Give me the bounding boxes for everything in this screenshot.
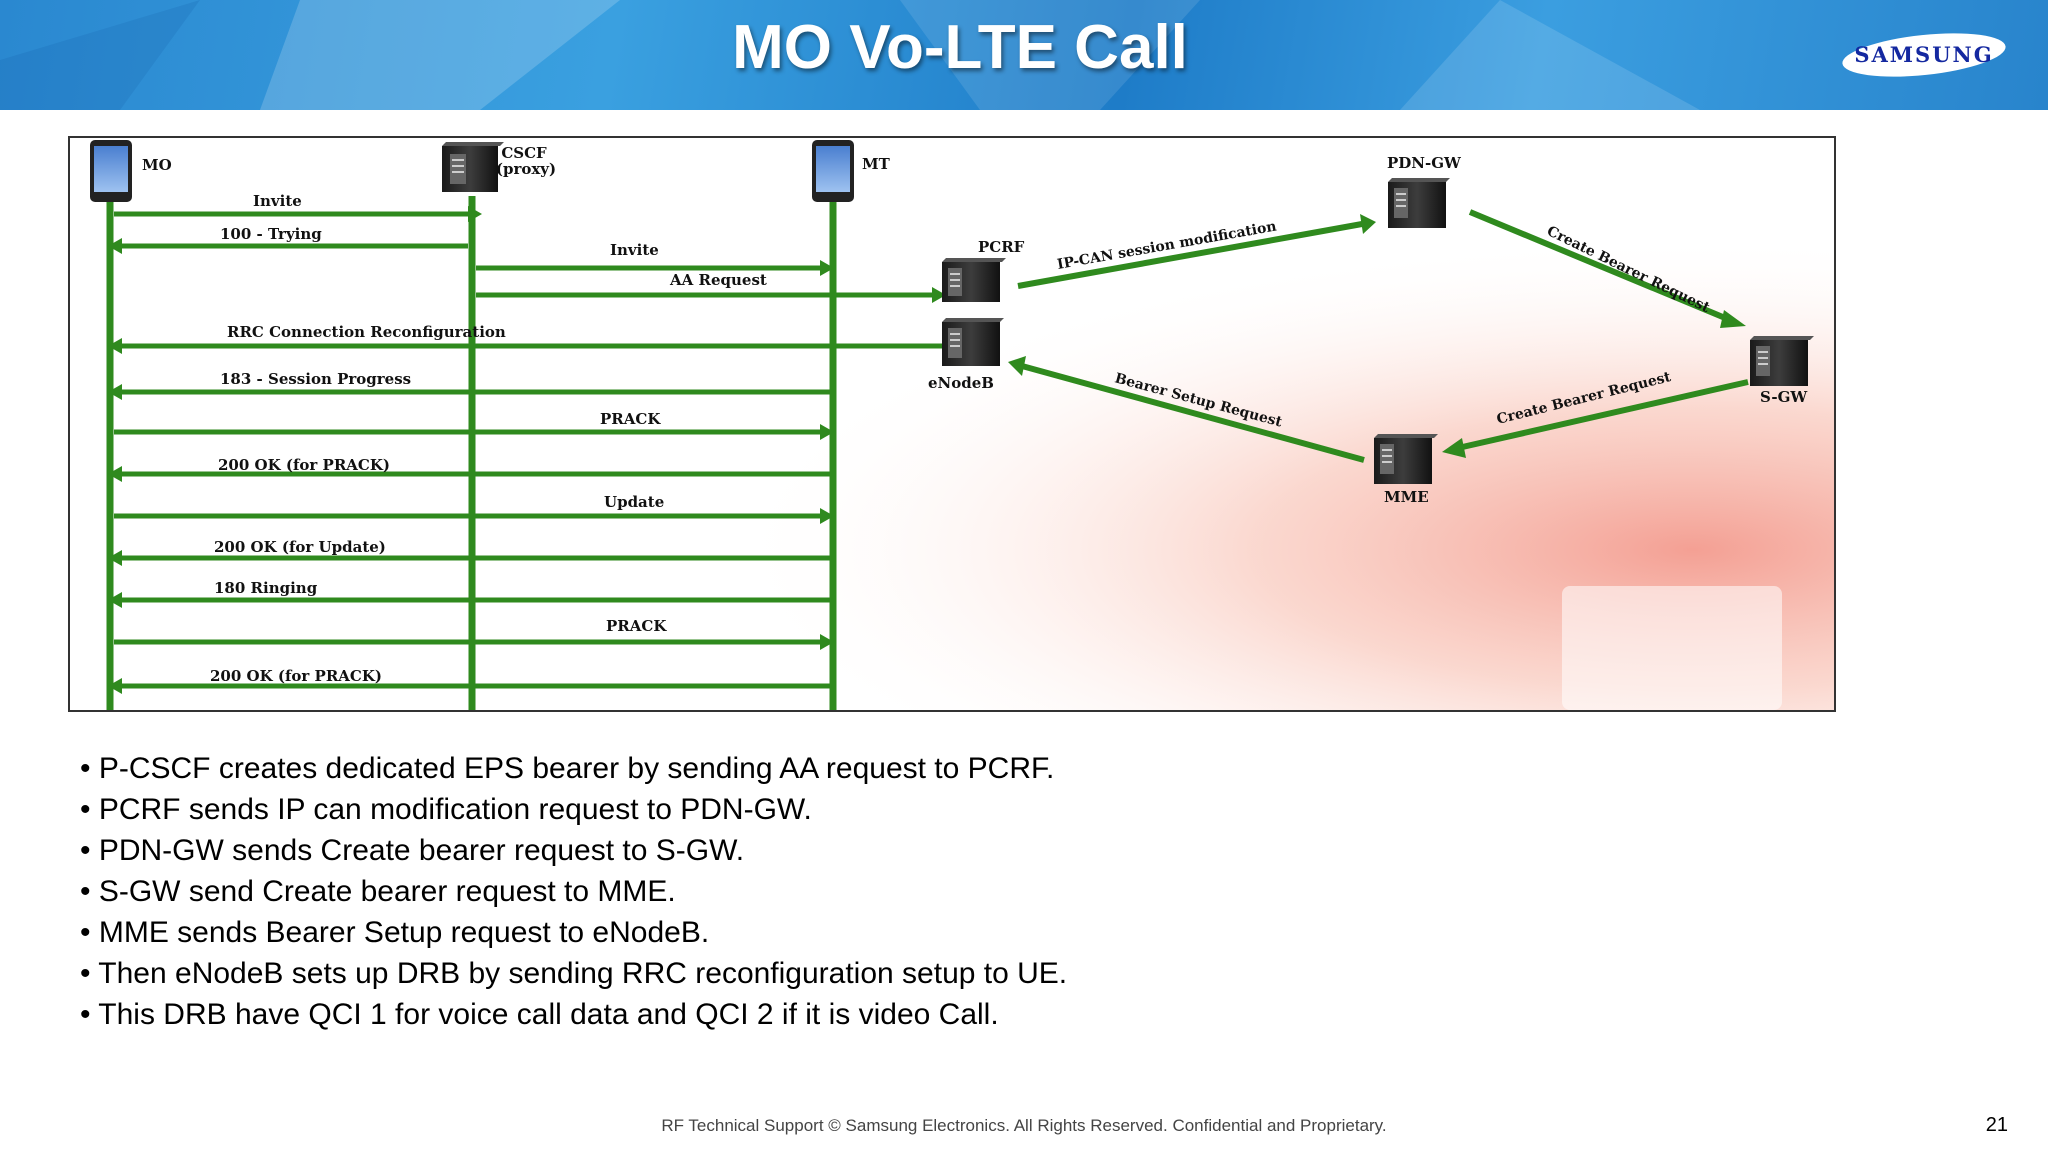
msg-100-trying: 100 - Trying	[220, 225, 322, 243]
msg-200-ok-prack-1: 200 OK (for PRACK)	[218, 456, 390, 474]
msg-180-ringing: 180 Ringing	[214, 579, 318, 597]
msg-200-ok-update: 200 OK (for Update)	[214, 538, 386, 556]
mo-phone-icon	[90, 140, 132, 202]
samsung-logo: SAMSUNG	[1842, 33, 2006, 77]
msg-update: Update	[604, 493, 664, 511]
call-flow-diagram: MO CSCF (proxy) MT Invite 100 - Try	[68, 136, 1836, 712]
label-enodeb: eNodeB	[928, 374, 994, 392]
bullet-item: • PDN-GW sends Create bearer request to …	[80, 834, 745, 867]
mme-server-icon	[1374, 434, 1438, 484]
bullet-item: • This DRB have QCI 1 for voice call dat…	[80, 998, 999, 1031]
label-pdn-gw: PDN-GW	[1387, 154, 1462, 172]
mt-phone-icon	[812, 140, 854, 202]
bullet-item: • S-GW send Create bearer request to MME…	[80, 875, 676, 908]
msg-invite-1: Invite	[253, 192, 302, 210]
msg-prack-2: PRACK	[606, 617, 667, 635]
label-s-gw: S-GW	[1760, 388, 1808, 406]
label-mo: MO	[142, 156, 172, 174]
label-mme: MME	[1384, 488, 1429, 506]
background-glow	[70, 138, 1834, 710]
msg-200-ok-prack-2: 200 OK (for PRACK)	[210, 667, 382, 685]
slide-title: MO Vo-LTE Call	[732, 13, 1188, 82]
label-cscf: CSCF	[501, 144, 547, 162]
enodeb-server-icon	[942, 318, 1004, 366]
label-cscf-proxy: (proxy)	[496, 160, 556, 178]
page-number: 21	[1985, 1114, 2008, 1136]
bullet-list: • P-CSCF creates dedicated EPS bearer by…	[80, 748, 1580, 1035]
sequence-arrows: Invite 100 - Trying Invite AA Request RR…	[108, 192, 946, 694]
header-background-pattern	[0, 0, 1700, 110]
pdn-gw-server-icon	[1388, 178, 1450, 228]
msg-183-session-progress: 183 - Session Progress	[220, 370, 411, 388]
slide-header: MO Vo-LTE Call SAMSUNG	[0, 0, 2048, 110]
background-panel	[1562, 586, 1782, 710]
msg-aa-request: AA Request	[669, 271, 767, 289]
samsung-logo-text: SAMSUNG	[1854, 42, 1993, 67]
call-flow-svg: MO CSCF (proxy) MT Invite 100 - Try	[70, 138, 1834, 710]
pcrf-server-icon	[942, 258, 1006, 302]
label-pcrf: PCRF	[978, 238, 1025, 256]
footer-copyright: RF Technical Support © Samsung Electroni…	[661, 1116, 1387, 1135]
msg-invite-2: Invite	[610, 241, 659, 259]
bullet-item: • P-CSCF creates dedicated EPS bearer by…	[80, 752, 1055, 785]
s-gw-server-icon	[1750, 336, 1814, 386]
label-mt: MT	[862, 155, 891, 173]
bullet-item: • MME sends Bearer Setup request to eNod…	[80, 916, 710, 949]
msg-rrc-reconfig: RRC Connection Reconfiguration	[227, 323, 506, 341]
bullet-item: • PCRF sends IP can modification request…	[80, 793, 812, 826]
bullet-item: • Then eNodeB sets up DRB by sending RRC…	[80, 957, 1068, 990]
msg-prack-1: PRACK	[600, 410, 661, 428]
cscf-server-icon	[442, 142, 504, 192]
